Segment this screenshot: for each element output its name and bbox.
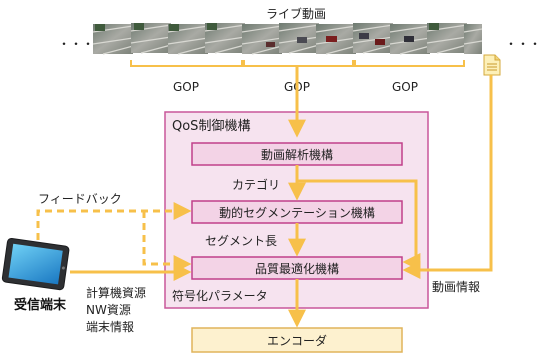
receiver-info-terminal: 端末情報 xyxy=(86,320,134,334)
category-label: カテゴリ xyxy=(232,177,280,192)
receiver-info-network: NW資源 xyxy=(86,303,131,317)
document-icon xyxy=(483,54,501,76)
receiver-label: 受信端末 xyxy=(14,297,67,313)
video-frame-thumbnail xyxy=(241,24,283,55)
arrow-feedback-to-segmentation xyxy=(36,202,192,240)
tablet-device-icon xyxy=(1,238,70,291)
segment-length-label: セグメント長 xyxy=(205,234,277,248)
ellipsis-right: ・・・ xyxy=(505,37,537,51)
gop-bracket-2 xyxy=(243,60,354,67)
video-frame-thumbnail xyxy=(278,23,320,54)
video-frame-thumbnail xyxy=(463,24,483,54)
video-frame-thumbnail xyxy=(315,24,357,55)
video-frame-thumbnail xyxy=(204,23,246,54)
video-frame-thumbnail xyxy=(389,24,431,55)
gop-label-1: GOP xyxy=(173,80,199,94)
video-info-label: 動画情報 xyxy=(432,280,480,294)
flow-arrows xyxy=(70,66,493,328)
video-frame-thumbnail xyxy=(92,24,134,55)
arrow-feedback-to-optimization xyxy=(142,211,192,273)
video-frame-strip xyxy=(92,23,483,55)
video-frame-thumbnail xyxy=(426,23,468,54)
video-frame-thumbnail xyxy=(352,23,394,54)
gop-brackets xyxy=(130,60,465,67)
feedback-arrows xyxy=(36,202,192,273)
ellipsis-left: ・・・ xyxy=(58,37,94,51)
live-video-label: ライブ動画 xyxy=(266,6,326,21)
encoder-box xyxy=(191,327,403,353)
gop-bracket-3 xyxy=(354,60,465,67)
qos-control-title: QoS制御機構 xyxy=(172,119,250,134)
feedback-label: フィードバック xyxy=(38,192,122,206)
video-frame-thumbnail xyxy=(130,23,172,54)
encoding-params-label: 符号化パラメータ xyxy=(172,288,268,303)
dynamic-segmentation-label: 動的セグメンテーション機構 xyxy=(219,205,375,220)
video-frame-thumbnail xyxy=(167,24,209,55)
gop-label-3: GOP xyxy=(392,80,418,94)
video-analysis-label: 動画解析機構 xyxy=(261,147,333,162)
encoder-label: エンコーダ xyxy=(267,333,327,348)
gop-bracket-1 xyxy=(130,60,243,67)
arrow-video-info xyxy=(402,75,493,279)
receiver-info-compute: 計算機資源 xyxy=(86,285,146,300)
quality-optimization-label: 品質最適化機構 xyxy=(255,261,339,276)
